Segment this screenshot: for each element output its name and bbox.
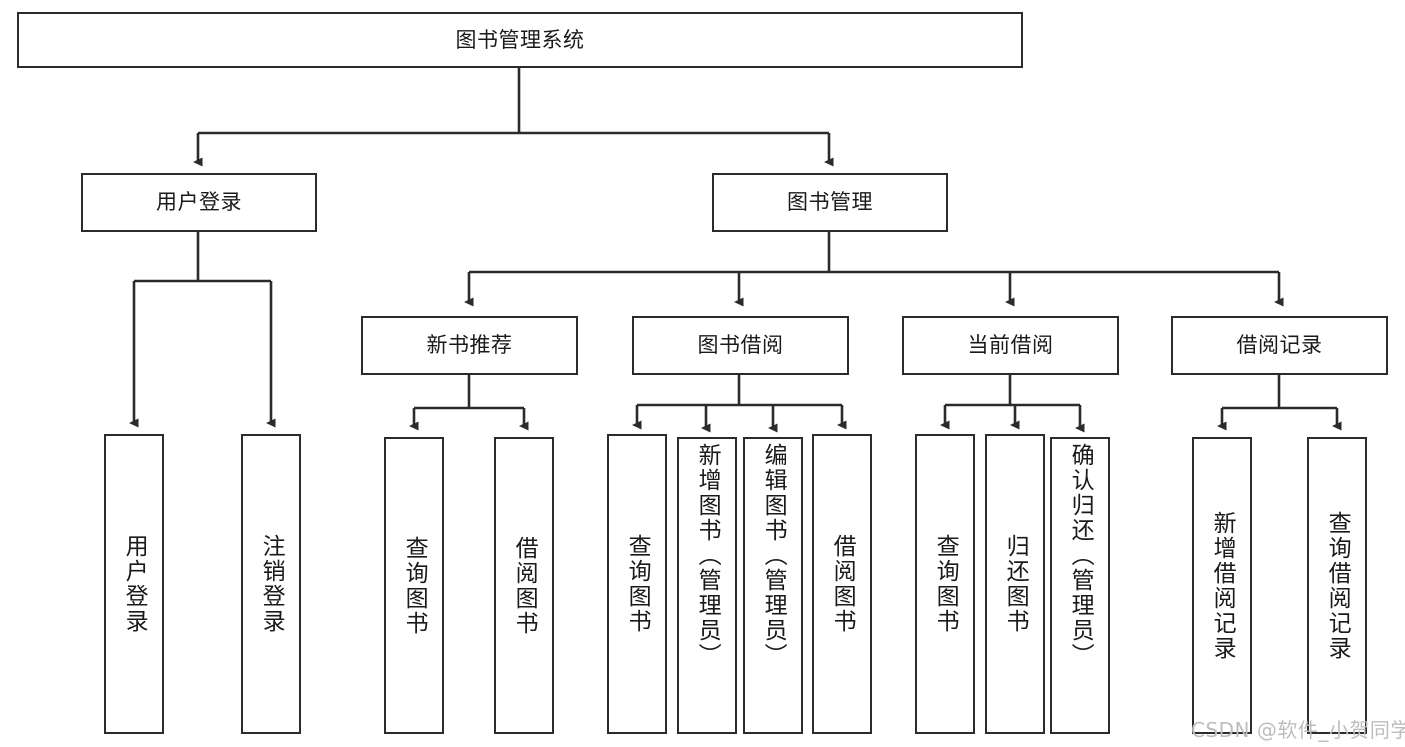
node-label: 用户登录 [121,534,148,634]
node-borrowing-records[interactable]: 借阅记录 [1171,316,1388,375]
node-label: 借阅图书 [511,535,538,636]
node-leaf-borrow-books[interactable]: 借阅图书 [812,434,872,734]
node-label: 确认归还（管理员） [1067,443,1094,668]
csdn-watermark: CSDN @软件_小贺同学 [1191,718,1405,742]
node-label: 注销登录 [258,534,285,634]
node-leaf-logout[interactable]: 注销登录 [241,434,301,734]
node-label: 新增借阅记录 [1209,510,1236,661]
node-label: 新书推荐 [426,333,513,358]
node-leaf-edit-book-admin[interactable]: 编辑图书（管理员） [743,437,803,734]
node-label: 图书管理 [787,190,873,215]
node-leaf-confirm-return-admin[interactable]: 确认归还（管理员） [1050,437,1110,734]
node-label: 查询图书 [932,534,959,634]
node-book-borrowing[interactable]: 图书借阅 [632,316,849,375]
node-label: 查询图书 [401,535,428,636]
node-label: 查询图书 [624,534,651,634]
node-leaf-query-books-current[interactable]: 查询图书 [915,434,975,734]
node-label: 新增图书（管理员） [694,443,721,668]
node-label: 查询借阅记录 [1324,510,1351,661]
node-label: 借阅记录 [1236,333,1323,358]
node-label: 编辑图书（管理员） [760,443,787,668]
node-leaf-borrow-books-recommend[interactable]: 借阅图书 [494,437,554,734]
node-user-login[interactable]: 用户登录 [81,173,317,232]
node-leaf-query-books-recommend[interactable]: 查询图书 [384,437,444,734]
node-label: 图书借阅 [697,333,784,358]
node-label: 用户登录 [156,190,242,215]
node-label: 归还图书 [1002,534,1029,634]
node-leaf-user-login[interactable]: 用户登录 [104,434,164,734]
node-book-management[interactable]: 图书管理 [712,173,948,232]
node-label: 当前借阅 [967,333,1054,358]
node-leaf-query-borrow-record[interactable]: 查询借阅记录 [1307,437,1367,734]
node-leaf-query-books-borrow[interactable]: 查询图书 [607,434,667,734]
node-label: 借阅图书 [829,534,856,634]
node-root-book-management-system[interactable]: 图书管理系统 [17,12,1023,68]
node-leaf-add-borrow-record[interactable]: 新增借阅记录 [1192,437,1252,734]
node-new-book-recommendation[interactable]: 新书推荐 [361,316,578,375]
node-leaf-add-book-admin[interactable]: 新增图书（管理员） [677,437,737,734]
node-leaf-return-books[interactable]: 归还图书 [985,434,1045,734]
node-label: 图书管理系统 [455,27,585,52]
node-current-borrowing[interactable]: 当前借阅 [902,316,1119,375]
